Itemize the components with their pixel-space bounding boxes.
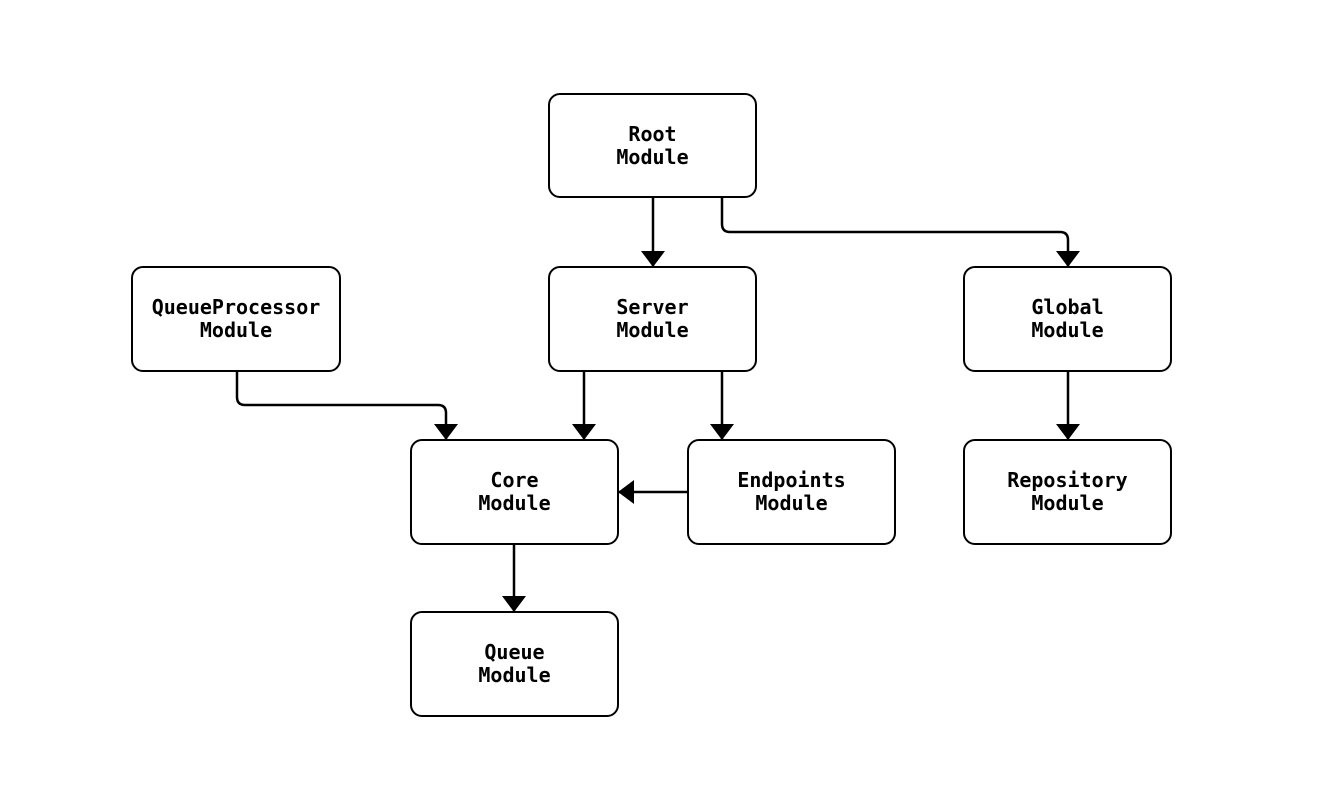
node-repository-module: Repository Module <box>963 439 1172 545</box>
node-core-module: Core Module <box>410 439 619 545</box>
edge-queueprocessor-to-core <box>235 372 458 440</box>
node-label: Module <box>199 318 273 342</box>
node-label: Module <box>616 318 689 342</box>
node-label: Server <box>616 295 689 319</box>
node-label: Root <box>628 121 677 146</box>
node-global-module: Global Module <box>963 266 1172 372</box>
node-queue-module: Queue Module <box>410 611 619 717</box>
node-label: QueueProcessor <box>151 295 321 319</box>
node-label: Module <box>755 491 828 515</box>
node-label: Module <box>478 663 551 687</box>
node-label: Queue <box>484 640 545 664</box>
node-label: Core <box>490 468 539 492</box>
node-label: Module <box>616 144 689 169</box>
edge-root-to-global <box>720 198 1080 267</box>
node-label: Module <box>1031 318 1104 342</box>
node-root-module: Root Module <box>548 93 757 198</box>
node-label: Global <box>1031 295 1104 319</box>
node-server-module: Server Module <box>548 266 757 372</box>
node-queueprocessor-module: QueueProcessor Module <box>131 266 341 372</box>
node-label: Module <box>1031 491 1104 515</box>
node-label: Repository <box>1007 468 1128 492</box>
node-label: Module <box>478 491 551 515</box>
node-label: Endpoints <box>737 468 846 492</box>
node-endpoints-module: Endpoints Module <box>687 439 896 545</box>
